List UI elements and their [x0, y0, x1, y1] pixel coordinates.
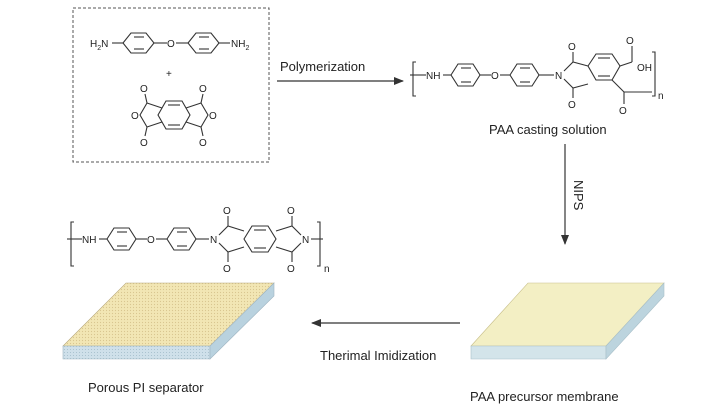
pi-oxygen-2: O: [223, 264, 231, 275]
porous-pi-separator-label: Porous PI separator: [88, 380, 204, 395]
paa-amide-oxygen: O: [619, 106, 627, 117]
pi-oxygen-4: O: [287, 264, 295, 275]
paa-structure: NH O N O O O OH O n: [410, 36, 664, 117]
nips-label: NIPS: [571, 180, 586, 211]
paa-oxygen-1: O: [568, 42, 576, 53]
pmda-oxygen-4: O: [199, 84, 207, 95]
paa-casting-solution-label: PAA casting solution: [489, 122, 607, 137]
pmda-oxygen-2: O: [131, 111, 139, 122]
pmda-oxygen-6: O: [199, 138, 207, 149]
pi-n-subscript: n: [324, 264, 330, 275]
pi-n-label-2: N: [302, 235, 309, 246]
pi-nh-label: NH: [82, 235, 96, 246]
plus-sign: +: [166, 69, 172, 80]
paa-cooh-oxygen: O: [626, 36, 634, 47]
oda-nh2-label: NH2: [231, 39, 249, 52]
pi-structure: NH O N O O O O N n: [67, 206, 330, 275]
nips-step: NIPS: [561, 144, 586, 245]
paa-precursor-membrane: [470, 282, 665, 360]
polymerization-label: Polymerization: [280, 59, 365, 74]
oda-monomer: H2N O NH2: [90, 32, 249, 54]
pmda-oxygen-1: O: [140, 84, 148, 95]
polymerization-step: Polymerization: [277, 59, 404, 85]
imidization-step: Therimal Imidization: [311, 319, 460, 363]
paa-precursor-membrane-label: PAA precursor membrane: [470, 389, 619, 404]
oda-h2n-label: H2N: [90, 39, 108, 52]
pi-oxygen-3: O: [287, 206, 295, 217]
pi-oxygen-1: O: [223, 206, 231, 217]
paa-oxygen-2: O: [568, 100, 576, 111]
paa-nh-label: NH: [426, 71, 440, 82]
paa-n-label: N: [555, 71, 562, 82]
pi-n-label-1: N: [210, 235, 217, 246]
monomer-box: H2N O NH2 + O O O: [72, 7, 270, 163]
pmda-oxygen-5: O: [209, 111, 217, 122]
pi-oxygen-link: O: [147, 235, 155, 246]
paa-oh-label: OH: [637, 63, 652, 74]
pmda-oxygen-3: O: [140, 138, 148, 149]
imidization-label: Therimal Imidization: [320, 348, 436, 363]
pmda-monomer: O O O O O O: [131, 84, 217, 149]
paa-n-subscript: n: [658, 91, 664, 102]
porous-pi-separator: [62, 282, 275, 360]
oda-oxygen: O: [167, 39, 175, 50]
paa-oxygen-link: O: [491, 71, 499, 82]
